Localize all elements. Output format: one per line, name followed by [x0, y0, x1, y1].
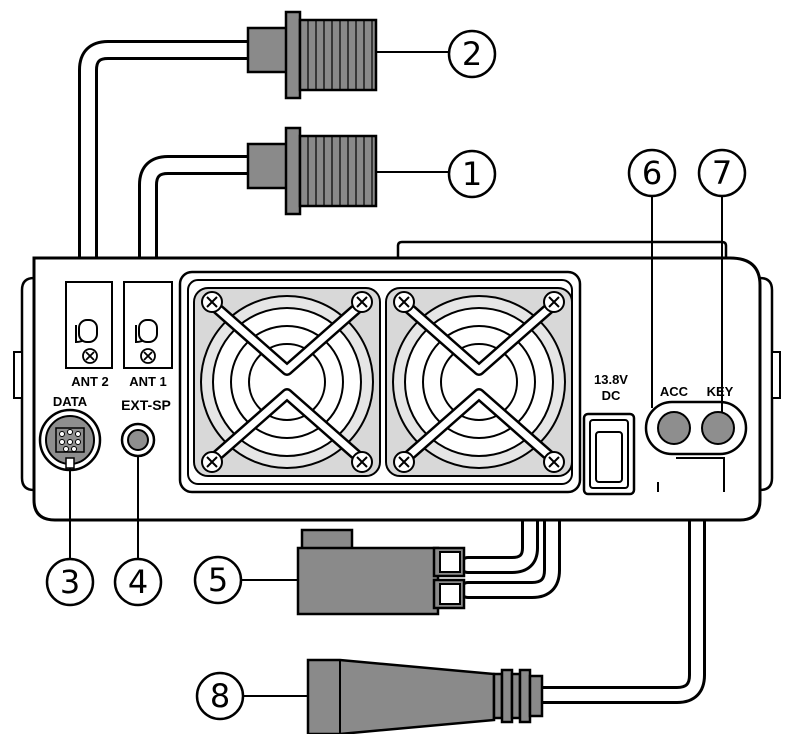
dc-socket — [582, 412, 636, 496]
callout-8-label: 8 — [210, 677, 230, 715]
ant1-connector — [246, 126, 378, 216]
callout-2-label: 2 — [462, 35, 482, 73]
ant1-label: ANT 1 — [129, 374, 167, 389]
acc-port — [657, 411, 691, 445]
ant2-label: ANT 2 — [71, 374, 109, 389]
callout-6-label: 6 — [642, 154, 662, 192]
callout-4-label: 4 — [128, 563, 148, 601]
callout-1: 1 — [447, 149, 497, 199]
ext-sp-label: EXT-SP — [121, 397, 171, 413]
port-labels: ANT 2 ANT 1 DATA EXT-SP 13.8V DC ACC KEY — [53, 372, 734, 413]
ant2-connector — [246, 10, 378, 100]
fan-area — [178, 270, 582, 494]
fan-right — [385, 287, 573, 477]
power-type-label: DC — [602, 388, 621, 403]
callout-7-label: 7 — [712, 154, 732, 192]
key-plug — [306, 658, 544, 734]
callout-1-label: 1 — [462, 155, 482, 193]
callout-leaders — [69, 51, 723, 697]
key-port — [701, 411, 735, 445]
fan-left — [193, 287, 381, 477]
callout-6: 6 — [627, 148, 677, 198]
callout-5-label: 5 — [208, 561, 228, 599]
callouts: 2 1 6 7 3 4 5 8 — [45, 29, 747, 721]
callout-8: 8 — [195, 671, 245, 721]
dc-power-plug — [296, 528, 466, 616]
acc-key-panel — [644, 400, 748, 492]
power-voltage-label: 13.8V — [594, 372, 628, 387]
ant-screws — [82, 348, 156, 364]
callout-3: 3 — [45, 557, 95, 607]
data-label: DATA — [53, 394, 88, 409]
callout-5: 5 — [193, 555, 243, 605]
key-label: KEY — [707, 384, 734, 399]
callout-3-label: 3 — [60, 563, 80, 601]
callout-7: 7 — [697, 148, 747, 198]
ext-sp-jack — [120, 422, 156, 458]
callout-4: 4 — [113, 557, 163, 607]
callout-2: 2 — [447, 29, 497, 79]
data-jack — [38, 408, 102, 472]
acc-label: ACC — [660, 384, 689, 399]
